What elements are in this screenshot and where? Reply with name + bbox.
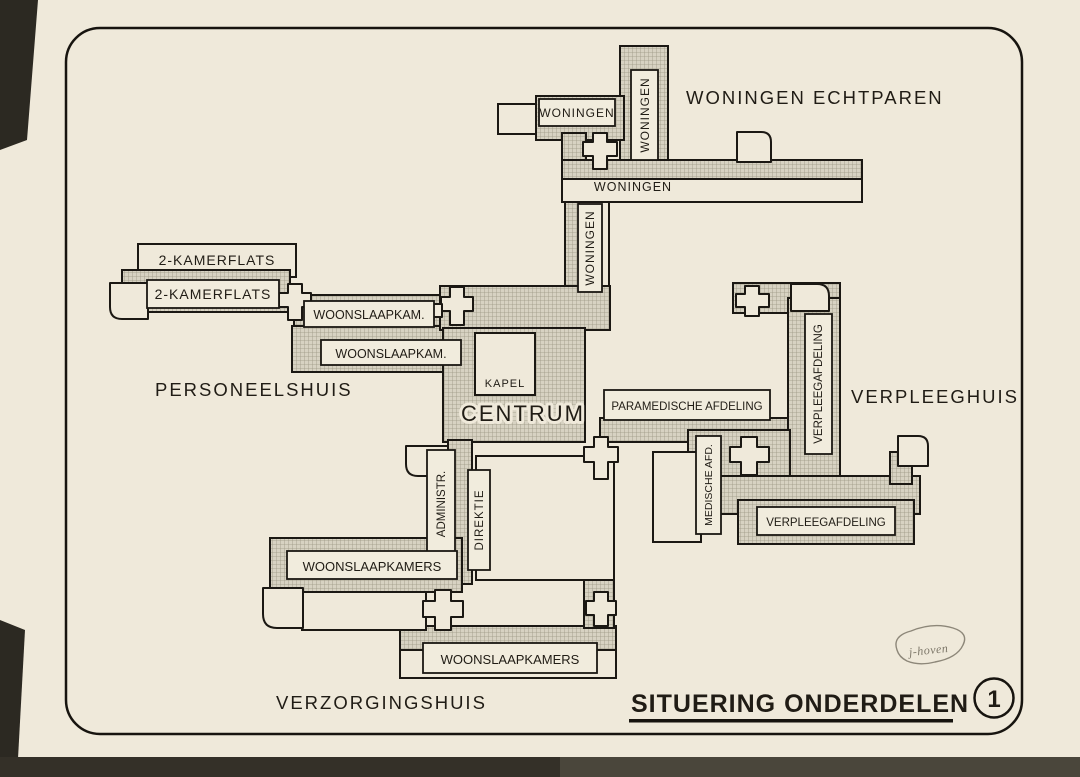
title-underline	[629, 719, 953, 723]
sheet-number-circle	[973, 677, 1015, 719]
labelbox-paramedische	[603, 389, 771, 421]
label-woningen-lower-tower: WONINGEN	[583, 210, 597, 285]
label-woonslaapkamers-south: WOONSLAAPKAMERS	[441, 652, 580, 667]
label-medische-afd: MEDISCHE AFD.	[703, 444, 715, 526]
labelbox-woonslaapkam-2	[320, 339, 462, 366]
label-boxes	[146, 69, 896, 674]
label-administr: ADMINISTR.	[436, 471, 448, 537]
title-verzorgingshuis: VERZORGINGSHUIS	[276, 692, 487, 713]
labelbox-woonslaapkamers-west	[286, 550, 458, 580]
note-text: j-hoven	[906, 641, 949, 659]
label-kapel: KAPEL	[485, 378, 525, 390]
labelbox-kamerflats-lower	[146, 279, 280, 309]
label-verpleegafdeling-bottom: VERPLEEGAFDELING	[766, 517, 886, 529]
title-block: SITUERING ONDERDELEN 1	[629, 677, 1015, 723]
room-kapel	[474, 332, 536, 396]
labelbox-medische	[695, 435, 722, 535]
label-kamerflats-lower: 2-KAMERFLATS	[155, 286, 272, 302]
labelbox-woningen-lower-tower	[577, 203, 603, 293]
label-woningen-top: WONINGEN	[539, 106, 614, 120]
sheet-number: 1	[987, 686, 1000, 713]
wing-woningen-lower-tower-band	[564, 201, 580, 296]
stair-pod-cross	[422, 589, 464, 631]
labelbox-verpleegafdeling-vertical	[804, 313, 833, 455]
label-direktie: DIREKTIE	[474, 489, 486, 550]
stair-pod-cross	[729, 436, 770, 476]
scan-edge-top-left	[0, 0, 38, 150]
label-woonslaapkam-2: WOONSLAAPKAM.	[335, 347, 446, 361]
scan-edge-bottom-dark	[0, 757, 560, 777]
note-outline	[895, 624, 966, 665]
handwritten-note: j-hoven	[895, 624, 966, 665]
label-woningen-mid: WONINGEN	[594, 180, 672, 194]
wing-woningen-mid-band	[561, 159, 863, 180]
room-medische-west	[652, 451, 702, 543]
title-verpleeghuis: VERPLEEGHUIS	[851, 386, 1019, 407]
labelbox-verpleegafdeling-bottom	[756, 506, 896, 536]
sheet-border	[64, 26, 1024, 736]
labelbox-woningen-top	[538, 98, 616, 127]
labelbox-direktie	[467, 469, 491, 571]
stair-pod-round	[109, 282, 149, 320]
stair-pod-cross	[440, 286, 474, 326]
labelbox-woonslaapkam-1	[303, 300, 435, 328]
labelbox-woningen-tower	[630, 69, 659, 161]
stair-pod-cross	[735, 285, 770, 317]
title-woningen-echtparen: WONINGEN ECHTPAREN	[686, 87, 944, 108]
stair-pod-cross	[582, 132, 618, 170]
stair-pod-round	[262, 587, 304, 629]
area-titles: WONINGEN ECHTPAREN PERSONEELSHUIS VERPLE…	[155, 87, 1019, 713]
room-verzorging-west	[301, 591, 427, 631]
labelbox-administr	[426, 449, 456, 559]
label-kamerflats-upper: 2-KAMERFLATS	[159, 252, 276, 268]
scan-edge-bottom-left	[0, 620, 25, 777]
label-woonslaapkamers-west: WOONSLAAPKAMERS	[303, 559, 442, 574]
stair-pod-round	[790, 283, 830, 312]
label-woningen-tower: WONINGEN	[638, 77, 652, 152]
drawing-title: SITUERING ONDERDELEN	[631, 690, 969, 718]
stair-pod-cross	[585, 591, 617, 627]
wing-label-texts: WONINGEN WONINGEN WONINGEN WONINGEN 2-KA…	[155, 77, 886, 667]
wing-woningen-top-stub	[497, 103, 539, 135]
label-verpleegafdeling-vertical: VERPLEEGAFDELING	[813, 324, 825, 444]
title-personeelshuis: PERSONEELSHUIS	[155, 379, 353, 400]
stair-pod-round	[897, 435, 929, 467]
rooms	[301, 332, 702, 631]
service-pods	[109, 131, 929, 631]
label-woonslaapkam-1: WOONSLAAPKAM.	[313, 308, 424, 322]
stair-pod-round	[736, 131, 772, 163]
labelbox-woonslaapkamers-south	[422, 642, 598, 674]
label-centrum: CENTRUM	[461, 401, 585, 426]
stair-pod-cross	[583, 436, 619, 480]
court-direktie	[475, 455, 615, 581]
label-paramedische: PARAMEDISCHE AFDELING	[611, 401, 762, 413]
